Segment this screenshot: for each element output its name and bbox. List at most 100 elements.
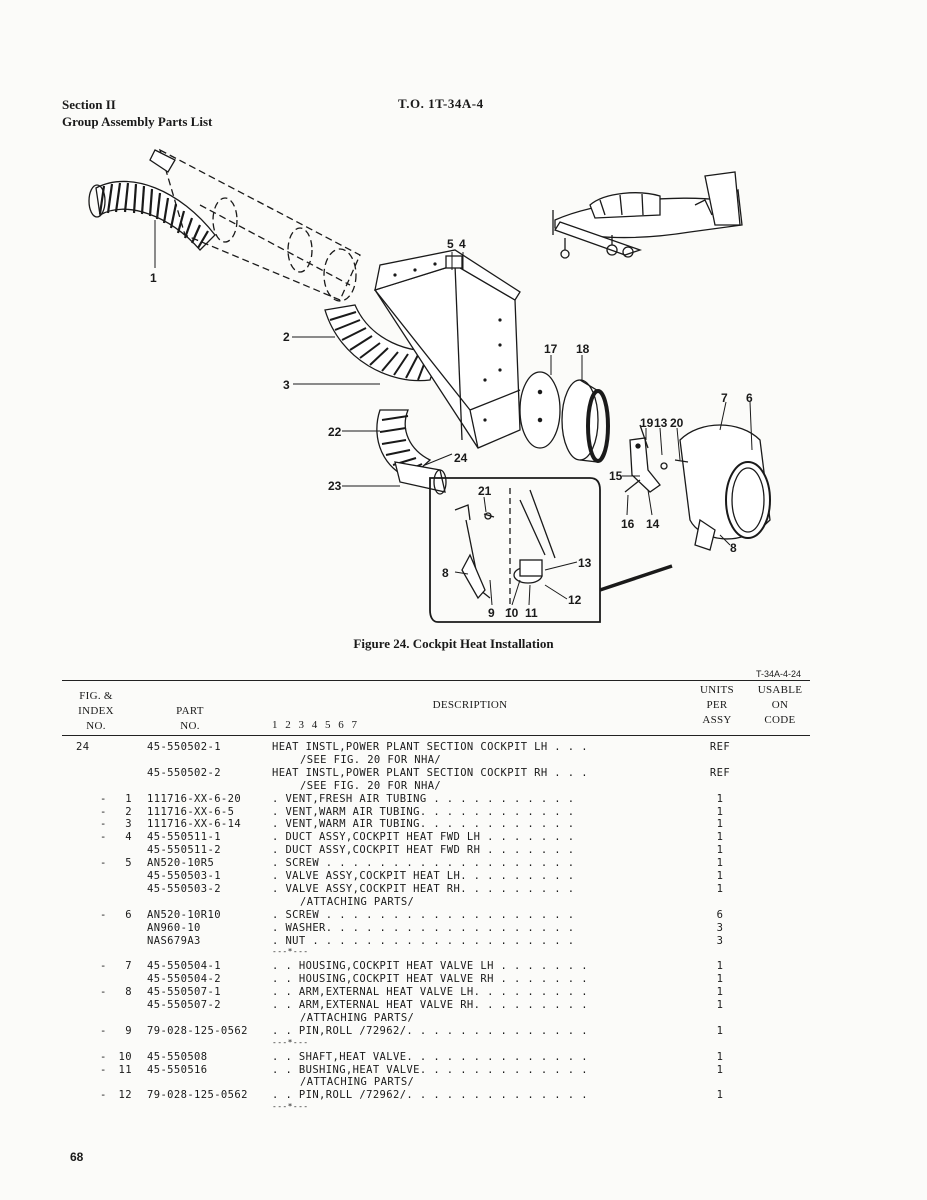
table-row: /ATTACHING PARTS/ [0,1012,927,1025]
part-number: AN520-10R5 [147,857,215,870]
description: . . PIN,ROLL /72962/. . . . . . . . . . … [272,1024,588,1037]
description: . VALVE ASSY,COCKPIT HEAT LH. . . . . . … [272,870,575,882]
index-value: 5 [125,857,132,870]
detail-inset-drawing [429,477,673,623]
callout-24: 24 [454,451,468,465]
callout-23: 23 [328,479,342,493]
callout-numbers: 1 2 3 4 5 6 7 8 8 9 10 11 12 13 13 14 15… [150,237,753,620]
fig-number: 24 [76,741,90,753]
callout-17: 17 [544,342,558,356]
units-per-assy: 3 [716,921,724,934]
col-indent-levels: 1 2 3 4 5 6 7 [272,719,360,731]
description: /ATTACHING PARTS/ [300,895,415,908]
table-row: ---*--- [0,947,927,960]
description: . DUCT ASSY,COCKPIT HEAT FWD RH . . . . … [272,844,575,857]
table-header-rule [62,735,810,736]
description: . SCREW . . . . . . . . . . . . . . . . … [272,908,575,921]
units-per-assy: 1 [716,844,724,857]
scoop-inlet-drawing [149,149,176,173]
part-number: 45-550507-1 [147,986,221,999]
units-per-assy: 1 [716,986,724,999]
callout-21: 21 [478,484,492,498]
col-units: UNITS PER ASSY [700,684,734,726]
units-per-assy: REF [709,766,731,779]
index-value: 10 [118,1050,132,1063]
description: . . ARM,EXTERNAL HEAT VALVE LH. . . . . … [272,986,588,999]
table-row: 45-550503-1 . VALVE ASSY,COCKPIT HEAT LH.… [0,870,927,883]
index-value: 4 [125,831,132,844]
units-per-assy: 3 [716,934,724,947]
section-label: Section II [62,97,116,112]
index-dash: - [100,960,107,973]
index-dash: - [100,805,107,818]
index-value: 2 [125,805,132,818]
table-row: 45-550511-2. DUCT ASSY,COCKPIT HEAT FWD … [0,844,927,857]
callout-19: 19 [640,416,654,430]
table-row: AN960-10 . WASHER. . . . . . . . . . . . … [0,922,927,935]
callout-1: 1 [150,271,157,285]
units-per-assy: 1 [716,882,724,895]
units-per-assy: REF [709,741,731,753]
index-dash: - [100,986,107,999]
col-fig-index: FIG. & INDEX NO. [78,690,114,732]
part-number: 45-550502-2 [147,766,221,779]
table-row: ---*--- [0,1038,927,1051]
table-row: 45-550507-2. . ARM,EXTERNAL HEAT VALVE R… [0,999,927,1012]
airplane-drawing [552,171,743,259]
callout-12: 12 [568,593,582,607]
part-number: 45-550507-2 [147,999,221,1011]
col-part-no: PART NO. [176,705,204,732]
callout-18: 18 [576,342,590,356]
description: . . BUSHING,HEAT VALVE. . . . . . . . . … [272,1063,588,1076]
description: ---*--- [272,947,309,957]
table-row: 45-550502-2 HEAT INSTL,POWER PLANT SECTIO… [0,767,927,780]
part-number: 45-550503-1 [147,870,221,882]
callout-13-inset: 13 [578,556,592,570]
part-number: 111716-XX-6-20 [147,792,242,805]
callout-10: 10 [505,606,519,620]
index-dash: - [100,831,107,844]
col-usable: USABLE ON CODE [757,684,803,726]
units-per-assy: 1 [716,999,724,1011]
description: /SEE FIG. 20 FOR NHA/ [300,753,442,766]
table-row: /ATTACHING PARTS/ [0,896,927,909]
section-subtitle: Group Assembly Parts List [62,114,213,129]
callout-8-inset: 8 [442,566,449,580]
part-number: 45-550504-1 [147,960,221,973]
callout-20: 20 [670,416,684,430]
index-dash: - [100,908,107,921]
exploded-view-illustration: 1 2 3 4 5 6 7 8 8 9 10 11 12 13 13 14 15… [88,148,771,623]
description: . . PIN,ROLL /72962/. . . . . . . . . . … [272,1089,588,1102]
description: . . SHAFT,HEAT VALVE. . . . . . . . . . … [272,1050,588,1063]
table-row: 45-550504-2. . HOUSING,COCKPIT HEAT VALV… [0,973,927,986]
description: /ATTACHING PARTS/ [300,1076,415,1089]
description: . . HOUSING,COCKPIT HEAT VALVE LH . . . … [272,960,588,973]
units-per-assy: 1 [716,1024,724,1037]
index-value: 11 [118,1063,132,1076]
description: . WASHER. . . . . . . . . . . . . . . . … [272,921,575,934]
units-per-assy: 1 [716,1063,724,1076]
description: HEAT INSTL,POWER PLANT SECTION COCKPIT R… [272,766,588,779]
units-per-assy: 1 [716,870,724,882]
callout-2: 2 [283,330,290,344]
col-description: DESCRIPTION [432,699,508,711]
index-value: 1 [125,792,132,805]
index-value: 6 [125,908,132,921]
part-number: AN960-10 [147,921,201,934]
callout-15: 15 [609,469,623,483]
part-number: NAS679A3 [147,934,201,947]
table-top-rule [62,680,810,681]
description: . DUCT ASSY,COCKPIT HEAT FWD LH . . . . … [272,831,575,844]
valve-ring-drawing [561,379,610,463]
callout-3: 3 [283,378,290,392]
part-number: 45-550504-2 [147,973,221,986]
